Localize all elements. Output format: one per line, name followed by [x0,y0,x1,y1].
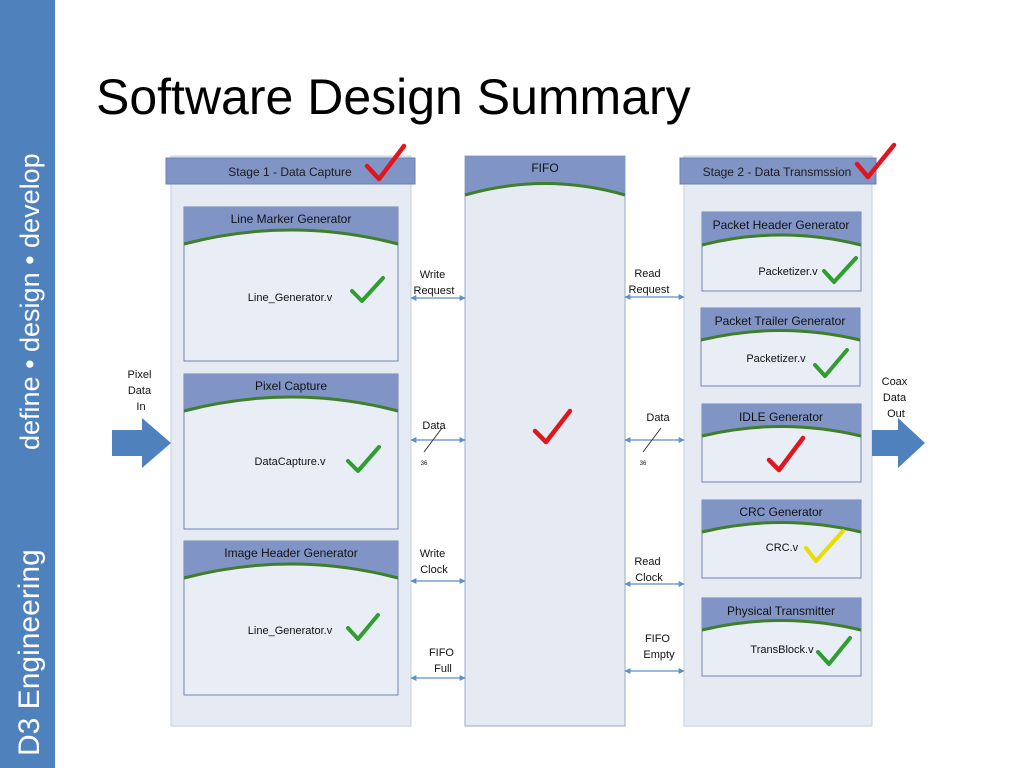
data-label-right: Data [646,412,670,424]
module-name: Physical Transmitter [727,604,835,618]
check-icon [766,435,806,473]
module-file: Line_Generator.v [248,292,333,304]
module-file: TransBlock.v [750,644,814,656]
module-file: Packetizer.v [758,266,818,278]
module-file: CRC.v [766,542,799,554]
check-icon [816,636,852,666]
bus-slash [423,427,443,453]
module-name: CRC Generator [739,505,822,519]
read-clock-label: Read Clock [634,556,663,584]
fifo-title: FIFO [531,161,558,175]
module-packet-header-generator: Packet Header Generator Packetizer.v [701,211,862,292]
module-line-marker-generator: Line Marker Generator Line_Generator.v [183,206,399,362]
check-icon [532,408,573,445]
write-clock-label: Write Clock [420,548,449,576]
slide-title: Software Design Summary [96,69,691,125]
module-pixel-capture: Pixel Capture DataCapture.v [183,373,399,530]
coax-out-label: Coax Data Out [882,376,911,420]
check-icon [804,529,845,563]
bus-width-right: 36 [640,461,647,467]
check-icon [364,143,407,182]
module-name: Packet Header Generator [713,218,850,232]
pixel-in-label: Pixel Data In [128,369,155,413]
module-name: IDLE Generator [739,410,823,424]
module-idle-generator: IDLE Generator [701,403,862,483]
data-label-left: Data [422,420,446,432]
module-packet-trailer-generator: Packet Trailer Generator Packetizer.v [700,307,861,387]
module-image-header-generator: Image Header Generator Line_Generator.v [183,540,399,696]
module-file: Line_Generator.v [248,625,333,637]
stage2-title: Stage 2 - Data Transmssion [703,165,852,179]
module-file: Packetizer.v [746,353,806,365]
module-name: Image Header Generator [224,546,357,560]
coax-out-arrow [872,418,925,468]
fifo-block: FIFO [464,155,626,727]
fifo-empty-label: FIFO Empty [643,633,675,661]
sidebar-banner: D3 Engineering define • design • develop [0,0,55,768]
check-icon [346,613,380,641]
module-physical-transmitter: Physical Transmitter TransBlock.v [701,597,862,677]
module-name: Pixel Capture [255,379,327,393]
module-name: Line Marker Generator [231,212,352,226]
pixel-in-arrow [112,418,171,468]
check-icon [350,276,385,303]
check-icon [822,256,858,284]
fifo-full-label: FIFO Full [429,647,457,675]
bus-width-left: 36 [421,461,428,467]
module-name: Packet Trailer Generator [715,314,846,328]
write-request-label: Write Request [414,269,455,297]
stage2-header [679,157,877,185]
module-file: DataCapture.v [255,456,326,468]
check-icon [346,445,381,473]
stage1-title: Stage 1 - Data Capture [228,165,352,179]
read-request-label: Read Request [629,268,670,296]
module-crc-generator: CRC Generator CRC.v [701,499,862,579]
check-icon [813,348,849,378]
bus-slash [642,427,662,453]
check-icon [854,142,897,180]
